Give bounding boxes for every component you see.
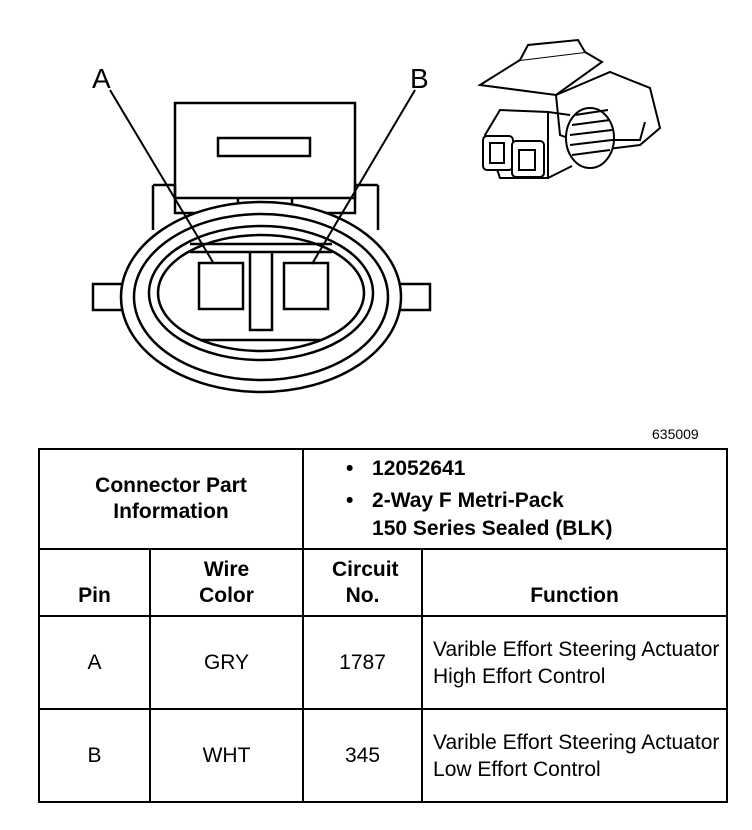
connector-info-table: Connector Part Information 12052641 2-Wa… <box>37 448 729 803</box>
col-header-circuit-no: Circuit No. <box>302 548 424 617</box>
part-number: 12052641 <box>346 455 726 483</box>
connector-diagram: A B <box>91 38 662 394</box>
wire-color-cell: WHT <box>148 708 305 803</box>
pin-cell: A <box>38 615 151 710</box>
col-header-wire-color: Wire Color <box>148 548 305 617</box>
figure-id: 635009 <box>652 426 699 442</box>
table-row: B WHT 345 Varible Effort Steering Actuat… <box>38 708 729 803</box>
column-header-row: Pin Wire Color Circuit No. Function <box>38 548 729 617</box>
function-cell: Varible Effort Steering Actuator High Ef… <box>421 615 729 710</box>
pin-label-b: B <box>410 63 429 94</box>
pin-cell: B <box>38 708 151 803</box>
circuit-cell: 345 <box>302 708 424 803</box>
function-cell: Varible Effort Steering Actuator Low Eff… <box>421 708 729 803</box>
part-description-line1: 2-Way F Metri-Pack <box>372 489 564 512</box>
part-description: 2-Way F Metri-Pack 150 Series Sealed (BL… <box>346 487 726 543</box>
pin-label-a: A <box>92 63 111 94</box>
connector-part-details: 12052641 2-Way F Metri-Pack 150 Series S… <box>302 448 729 550</box>
pin-leader-lines <box>109 89 416 265</box>
col-header-pin: Pin <box>38 548 151 617</box>
circuit-cell: 1787 <box>302 615 424 710</box>
table-row: A GRY 1787 Varible Effort Steering Actua… <box>38 615 729 710</box>
connector-part-label: Connector Part Information <box>37 448 305 550</box>
connector-perspective-view <box>477 38 662 179</box>
connector-face-view <box>91 101 432 394</box>
part-description-line2: 150 Series Sealed (BLK) <box>372 517 613 540</box>
wire-color-cell: GRY <box>148 615 305 710</box>
col-header-function: Function <box>421 548 729 617</box>
connector-part-row: Connector Part Information 12052641 2-Wa… <box>37 448 729 550</box>
